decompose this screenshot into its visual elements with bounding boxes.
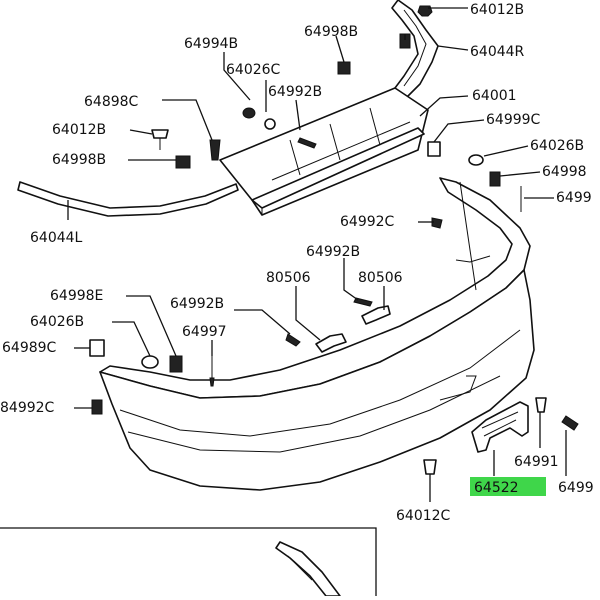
fastener-64898C[interactable] [209,139,221,161]
fastener-64026C[interactable] [242,107,256,119]
part-labels: 64012B 64998B 64994B 64044R 64026C 64992… [0,2,594,524]
fastener-64994B[interactable] [337,61,351,75]
label-64026B-right[interactable]: 64026B [530,138,584,154]
label-64026B-left[interactable]: 64026B [30,314,84,330]
fastener-84992C[interactable] [91,399,103,415]
bumper-bracket-left-part[interactable] [17,181,239,217]
label-64012B-top[interactable]: 64012B [470,2,524,18]
fastener-64991[interactable] [535,397,547,413]
label-64998E[interactable]: 64998E [50,288,103,304]
label-64994B[interactable]: 64994B [184,36,238,52]
label-64898C[interactable]: 64898C [84,94,139,110]
screw-64992B-low[interactable] [285,333,301,347]
fastener-64998-right[interactable] [489,171,501,187]
fastener-6499-bottom[interactable] [561,415,579,431]
label-64026C[interactable]: 64026C [226,62,281,78]
fastener-64998E[interactable] [169,355,183,373]
label-64999C-top[interactable]: 64999C [486,112,541,128]
detail-inset [0,527,377,597]
label-64998B-top[interactable]: 64998B [304,24,358,40]
label-64989C[interactable]: 64989C [2,340,57,356]
label-64997[interactable]: 64997 [182,324,227,340]
label-80506-b[interactable]: 80506 [358,270,403,286]
label-6499-bottom[interactable]: 6499 [558,480,594,496]
label-64001[interactable]: 64001 [472,88,517,104]
label-64992B-mid[interactable]: 64992B [306,244,360,260]
fastener-64997[interactable] [209,356,215,387]
fastener-64989C[interactable] [89,339,105,357]
label-64044R[interactable]: 64044R [470,44,525,60]
label-64991[interactable]: 64991 [514,454,559,470]
label-64522[interactable]: 64522 [474,480,519,496]
bumper-reinforcement-part[interactable] [219,87,429,216]
bumper-cover-part[interactable] [99,177,535,491]
label-84992C[interactable]: 84992C [0,400,55,416]
fastener-64992B-top[interactable] [264,118,276,130]
label-80506-a[interactable]: 80506 [266,270,311,286]
fastener-64992C-mid[interactable] [431,217,443,229]
label-64992B-top[interactable]: 64992B [268,84,322,100]
screw-64992B-mid[interactable] [353,297,373,307]
fastener-64998B-left[interactable] [175,155,191,169]
fastener-64999C-top[interactable] [427,141,441,157]
bumper-bracket-right-part[interactable] [391,0,439,101]
label-64012B-left[interactable]: 64012B [52,122,106,138]
label-6499-right[interactable]: 6499 [556,190,592,206]
label-64998-right[interactable]: 64998 [542,164,587,180]
label-64998B-left[interactable]: 64998B [52,152,106,168]
label-64992B-low[interactable]: 64992B [170,296,224,312]
label-64012C[interactable]: 64012C [396,508,451,524]
screw-64992B-top[interactable] [297,137,317,149]
part-highlight [470,477,546,496]
lower-bracket-part[interactable] [471,401,529,453]
fastener-64026B-left[interactable] [141,355,159,369]
fastener-64012C[interactable] [423,459,437,475]
label-64044L[interactable]: 64044L [30,230,83,246]
clip-64012B-left[interactable] [151,129,169,150]
leader-lines [67,7,567,502]
label-64992C-mid[interactable]: 64992C [340,214,395,230]
fastener-64026B-right[interactable] [468,154,484,166]
bracket-80506-b-part[interactable] [361,305,391,325]
bracket-80506-a-part[interactable] [315,333,347,353]
